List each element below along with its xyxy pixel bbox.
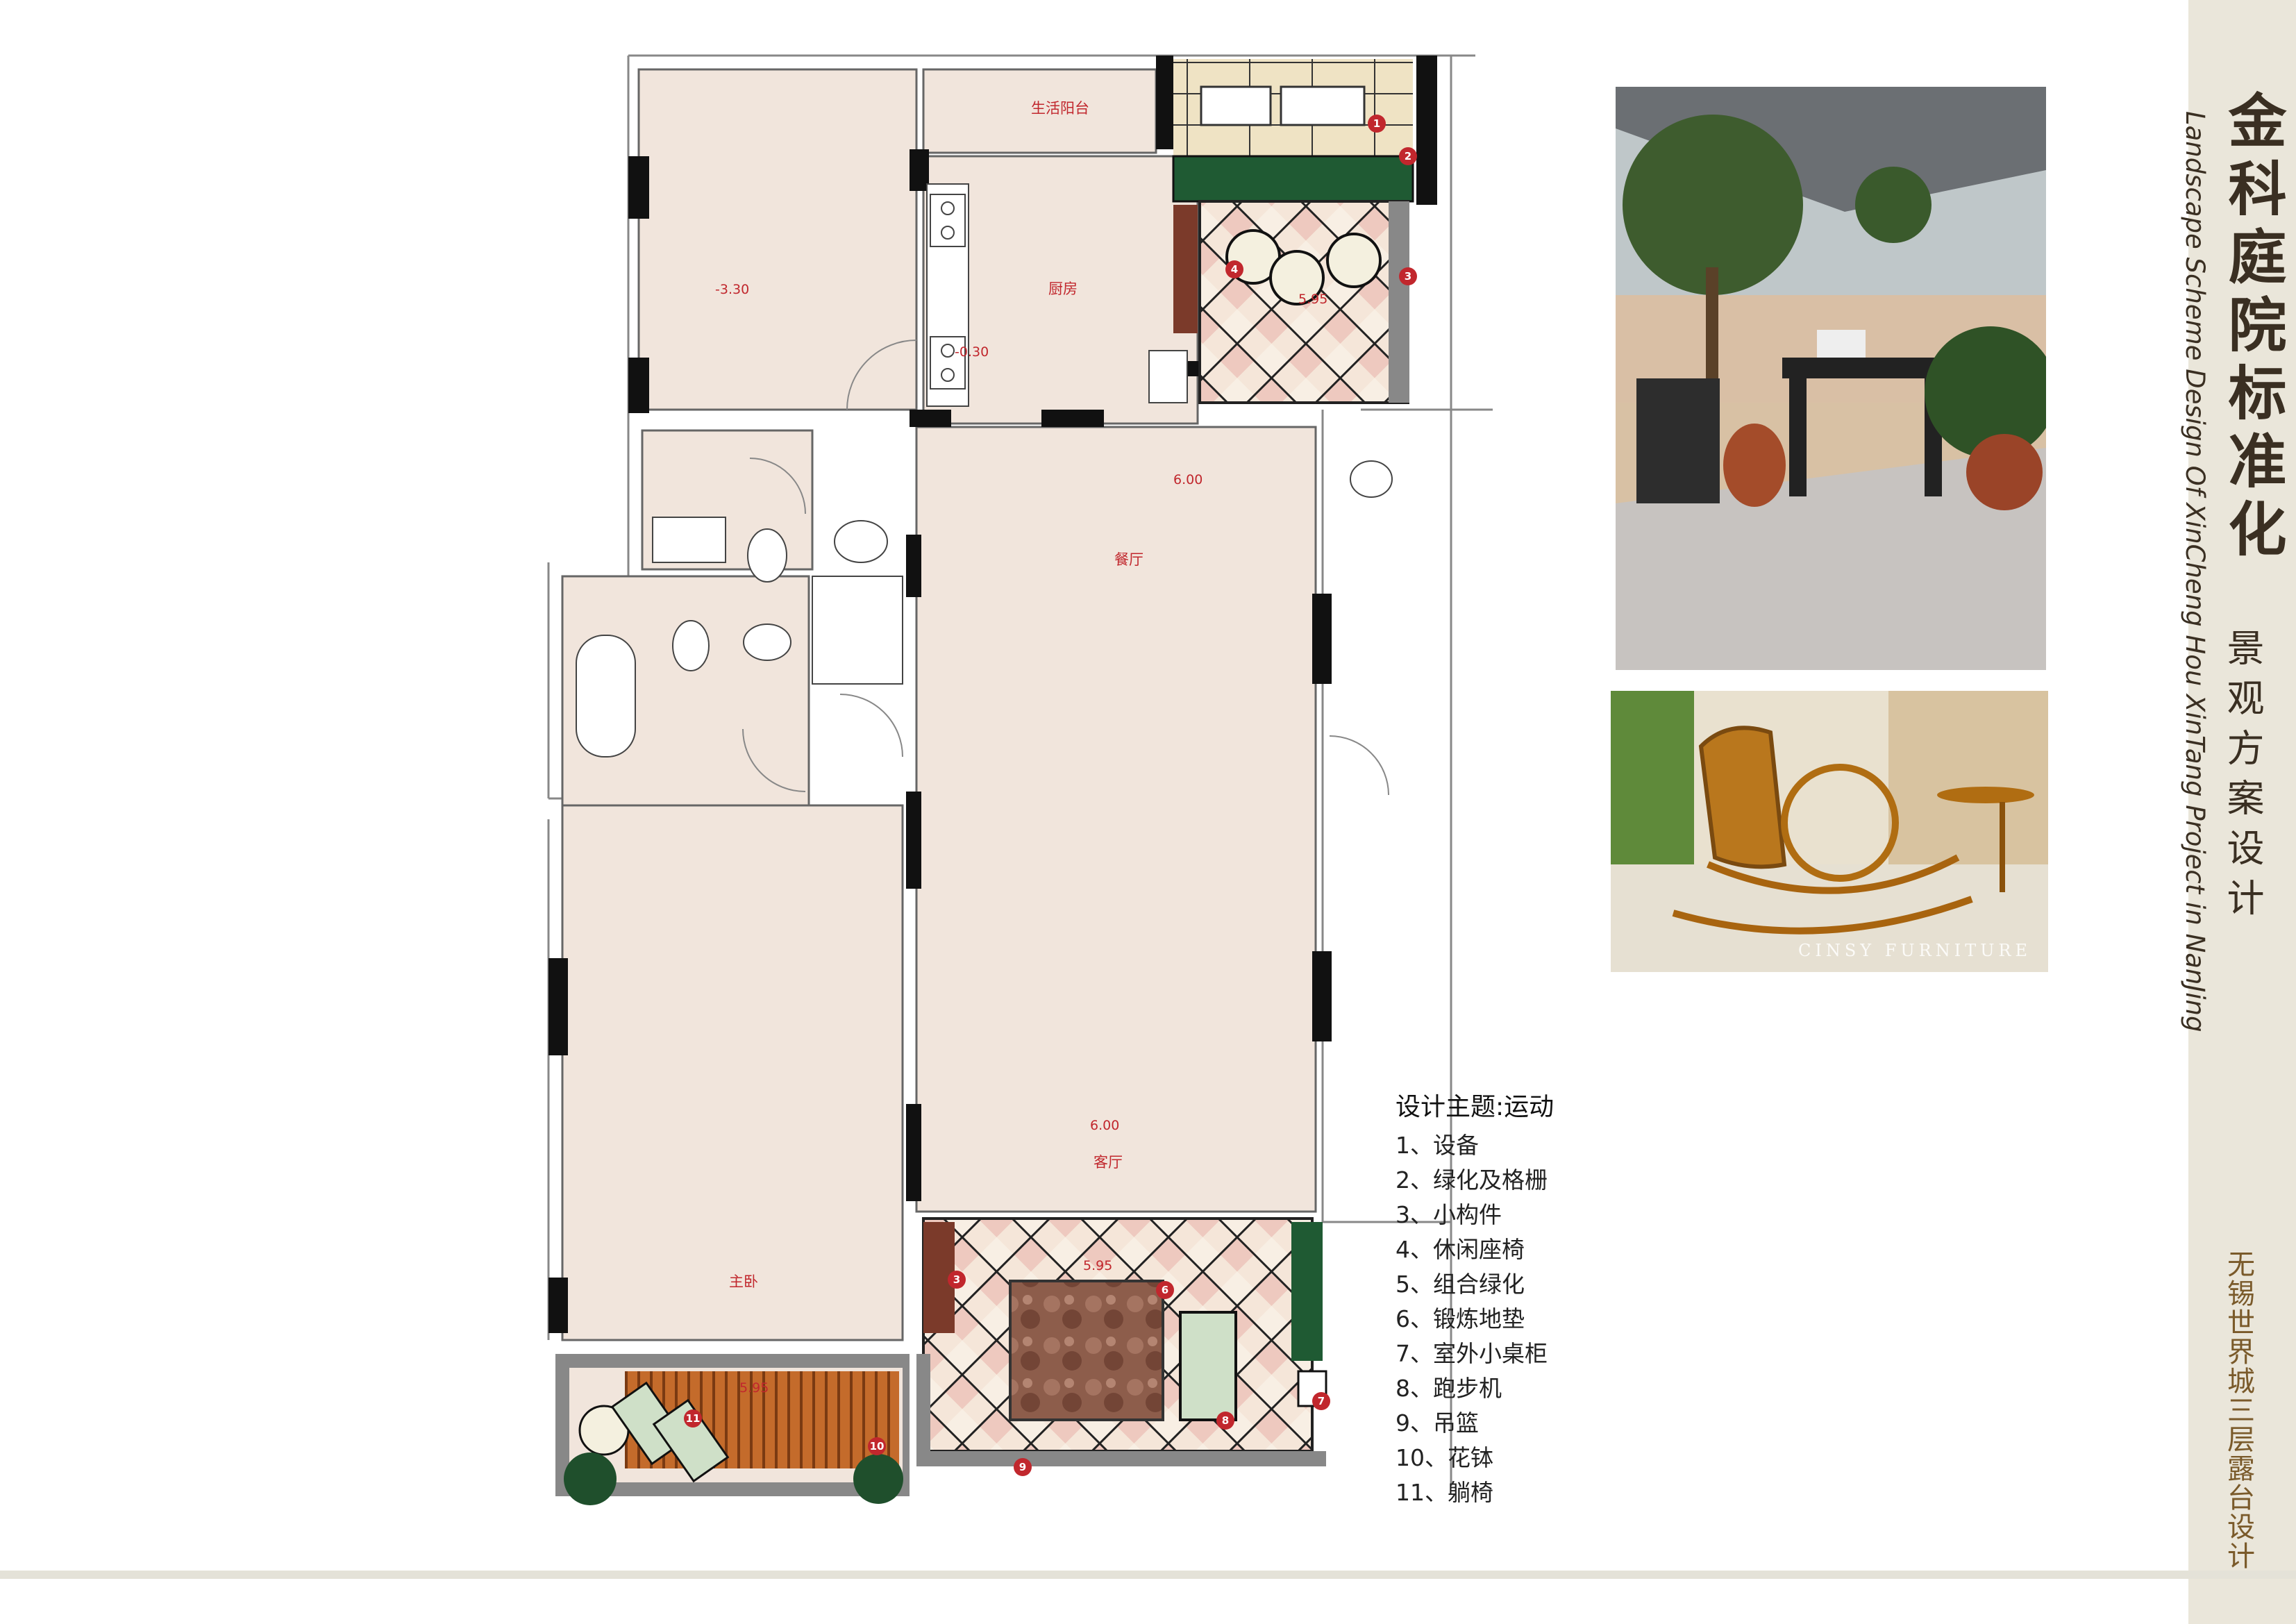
basin-2 xyxy=(743,623,791,661)
marker-11: 11 xyxy=(684,1409,702,1428)
legend-item: 2、绿化及格栅 xyxy=(1396,1166,1548,1194)
legend-list: 1、设备 2、绿化及格栅 3、小构件 4、休闲座椅 5、组合绿化 6、锻炼地垫 … xyxy=(1396,1128,1548,1510)
bedroom2-floor xyxy=(637,68,918,411)
floor-plan xyxy=(547,54,1493,1505)
toilet-neighbor xyxy=(1350,460,1393,498)
elevation-deck: 5.95 xyxy=(739,1380,769,1396)
leisure-chair-2 xyxy=(1269,250,1325,305)
master-bedroom-floor xyxy=(561,804,904,1341)
marker-6: 6 xyxy=(1156,1281,1174,1299)
marker-4: 4 xyxy=(1225,260,1243,278)
elevation-living: 6.00 xyxy=(1090,1118,1120,1133)
shower-tray xyxy=(652,517,726,563)
toilet-1 xyxy=(747,528,787,583)
project-name: 无锡世界城三层露台设计 xyxy=(2222,1250,2254,1571)
legend-item: 10、花钵 xyxy=(1396,1444,1493,1471)
legend-item: 5、组合绿化 xyxy=(1396,1271,1525,1298)
elevation-bedroom2: -3.30 xyxy=(715,282,750,297)
door-swings xyxy=(742,340,1389,796)
marker-8: 8 xyxy=(1216,1412,1234,1430)
green-strip xyxy=(1291,1222,1323,1361)
marker-7: 7 xyxy=(1312,1392,1330,1410)
room-label-balcony: 生活阳台 xyxy=(1031,100,1089,117)
fixtures xyxy=(576,183,1393,757)
elevation-kitchen: -0.30 xyxy=(955,344,989,360)
fridge xyxy=(1148,350,1188,403)
marker-3-south: 3 xyxy=(948,1271,966,1289)
planter-north xyxy=(1173,205,1198,333)
legend-item: 4、休闲座椅 xyxy=(1396,1236,1525,1263)
photo-terrace-gym xyxy=(1616,87,2046,670)
equipment-box-2 xyxy=(1280,85,1366,126)
exercise-mat xyxy=(1009,1280,1164,1421)
elevation-terrace-south: 5.95 xyxy=(1083,1258,1113,1273)
marker-1: 1 xyxy=(1368,115,1386,133)
legend-item: 3、小构件 xyxy=(1396,1201,1502,1228)
legend-title: 设计主题:运动 xyxy=(1396,1093,1555,1121)
legend-item: 11、躺椅 xyxy=(1396,1479,1493,1506)
elevation-terrace-north: 5.95 xyxy=(1298,292,1328,307)
elevation-dining: 6.00 xyxy=(1173,472,1203,487)
room-label-master-bedroom: 主卧 xyxy=(729,1273,758,1290)
stair-shaft xyxy=(812,576,903,685)
bathtub xyxy=(576,635,636,757)
subtitle-chinese: 景观方案设计 xyxy=(2220,628,2264,928)
bottom-bar xyxy=(0,1571,2296,1579)
marker-9: 9 xyxy=(1014,1458,1032,1476)
basin-1 xyxy=(834,520,888,563)
legend-item: 6、锻炼地垫 xyxy=(1396,1305,1525,1332)
leisure-chair-3 xyxy=(1326,233,1382,288)
legend-item: 8、跑步机 xyxy=(1396,1375,1502,1402)
marker-3-north: 3 xyxy=(1399,267,1417,285)
sidebar xyxy=(2188,0,2296,1624)
marker-2: 2 xyxy=(1399,147,1417,165)
main-hall-floor xyxy=(915,426,1317,1213)
balcony-floor xyxy=(922,68,1157,154)
marker-10: 10 xyxy=(868,1437,886,1455)
legend-item: 7、室外小桌柜 xyxy=(1396,1340,1548,1367)
photo-watermark: CINSY FURNITURE xyxy=(1798,941,2032,960)
photo-rocking-chair: CINSY FURNITURE xyxy=(1611,691,2048,972)
room-label-living: 客厅 xyxy=(1093,1154,1123,1171)
room-label-dining: 餐厅 xyxy=(1114,551,1143,568)
room-label-kitchen: 厨房 xyxy=(1048,281,1078,297)
flower-pot-1 xyxy=(564,1453,617,1505)
equipment-box-1 xyxy=(1200,85,1272,126)
subtitle-english: Landscape Scheme Design Of XinCheng Hou … xyxy=(2180,111,2210,1032)
brand-title: 金科庭院标准化 xyxy=(2219,90,2288,567)
toilet-2 xyxy=(672,620,710,671)
legend-item: 1、设备 xyxy=(1396,1132,1479,1159)
north-terrace xyxy=(1172,59,1414,404)
grille-green xyxy=(1172,155,1414,203)
treadmill xyxy=(1179,1311,1237,1421)
lounge-chair-2 xyxy=(652,1398,730,1483)
legend-item: 9、吊篮 xyxy=(1396,1409,1479,1437)
deck-terrace xyxy=(555,1354,910,1505)
flower-pot-2 xyxy=(853,1454,903,1504)
south-terrace xyxy=(916,1217,1327,1466)
